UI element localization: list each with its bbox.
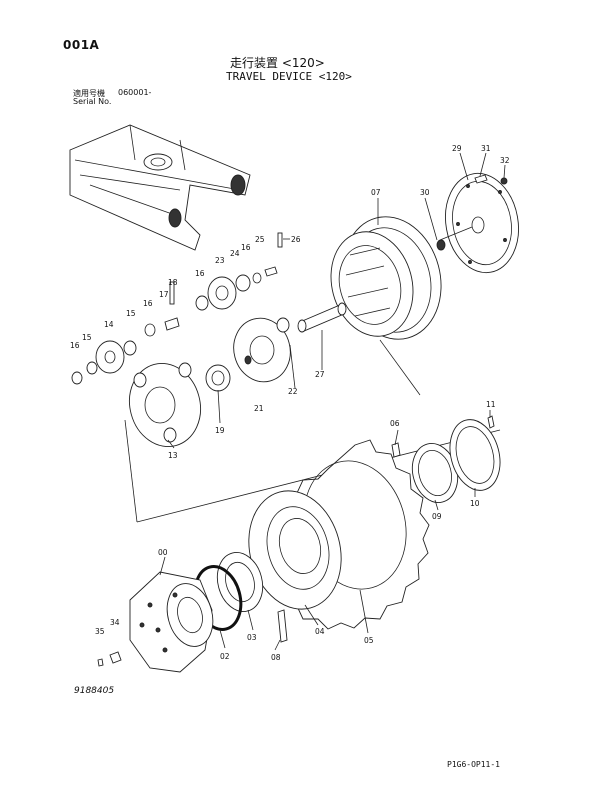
part-label-07: 07 <box>371 188 381 197</box>
plug-34 <box>109 651 122 664</box>
seal-ring-10 <box>449 419 501 491</box>
part-label-31: 31 <box>481 144 491 153</box>
propeller-shaft-27 <box>297 302 347 333</box>
leader-lines <box>159 152 506 651</box>
part-label-16d: 16 <box>241 243 251 252</box>
part-label-24: 24 <box>230 249 240 258</box>
part-label-30: 30 <box>420 188 430 197</box>
part-label-10: 10 <box>470 499 480 508</box>
part-label-02: 02 <box>220 652 230 661</box>
part-label-16b: 16 <box>143 299 153 308</box>
side-cover-29 <box>439 172 519 274</box>
part-label-05: 05 <box>364 636 374 645</box>
serial-value: 060001- <box>118 88 152 97</box>
bolt-11 <box>487 415 495 429</box>
part-label-15b: 15 <box>126 309 136 318</box>
part-label-06: 06 <box>390 419 400 428</box>
part-label-00: 00 <box>158 548 168 557</box>
part-label-14: 14 <box>104 320 114 329</box>
page-code: 001A <box>63 38 100 52</box>
part-label-09: 09 <box>432 512 442 521</box>
part-label-29: 29 <box>452 144 462 153</box>
bolt-35 <box>97 658 104 667</box>
part-label-21: 21 <box>254 404 264 413</box>
travel-motor-00 <box>129 571 214 673</box>
ring-gear-07 <box>330 216 442 340</box>
bolt-08 <box>277 609 288 643</box>
undercarriage-frame-illustration <box>69 124 251 251</box>
page-title-en: TRAVEL DEVICE <120> <box>226 70 352 83</box>
part-label-18: 18 <box>168 278 178 287</box>
part-label-22: 22 <box>288 387 298 396</box>
part-label-16a: 16 <box>70 341 80 350</box>
figure-number: 9188405 <box>74 686 115 696</box>
part-label-11: 11 <box>486 400 496 409</box>
part-label-26: 26 <box>291 235 301 244</box>
page-title-jp: 走行装置 <120> <box>230 56 325 70</box>
needle-bearing-19 <box>205 364 231 392</box>
bolt-06 <box>391 442 401 458</box>
part-label-32: 32 <box>500 156 510 165</box>
sun-gear-14 <box>71 340 137 385</box>
part-label-23: 23 <box>215 256 225 265</box>
part-label-27: 27 <box>315 370 325 379</box>
part-label-19: 19 <box>215 426 225 435</box>
part-label-08: 08 <box>271 653 281 662</box>
part-label-15a: 15 <box>82 333 92 342</box>
plug-32 <box>500 177 508 185</box>
part-label-17: 17 <box>159 290 169 299</box>
serial-label-en: Serial No. <box>73 97 112 106</box>
part-label-04: 04 <box>315 627 325 636</box>
part-label-35: 35 <box>95 627 105 636</box>
part-label-34: 34 <box>110 618 120 627</box>
serial-label-jp: 適用号機 <box>73 89 105 98</box>
planetary-gear-23 <box>144 232 283 337</box>
carrier-22 <box>233 317 291 383</box>
bolt-31 <box>474 174 488 184</box>
document-code: P1G6-OP11-1 <box>447 760 500 769</box>
bearing-03 <box>216 552 264 612</box>
carrier-13 <box>129 362 201 448</box>
part-label-25: 25 <box>255 235 265 244</box>
part-label-13: 13 <box>168 451 178 460</box>
part-number-labels: 00 02 03 04 05 06 07 08 09 10 11 13 14 1… <box>70 144 510 662</box>
part-label-16c: 16 <box>195 269 205 278</box>
part-label-03: 03 <box>247 633 257 642</box>
washer-30 <box>436 239 446 251</box>
